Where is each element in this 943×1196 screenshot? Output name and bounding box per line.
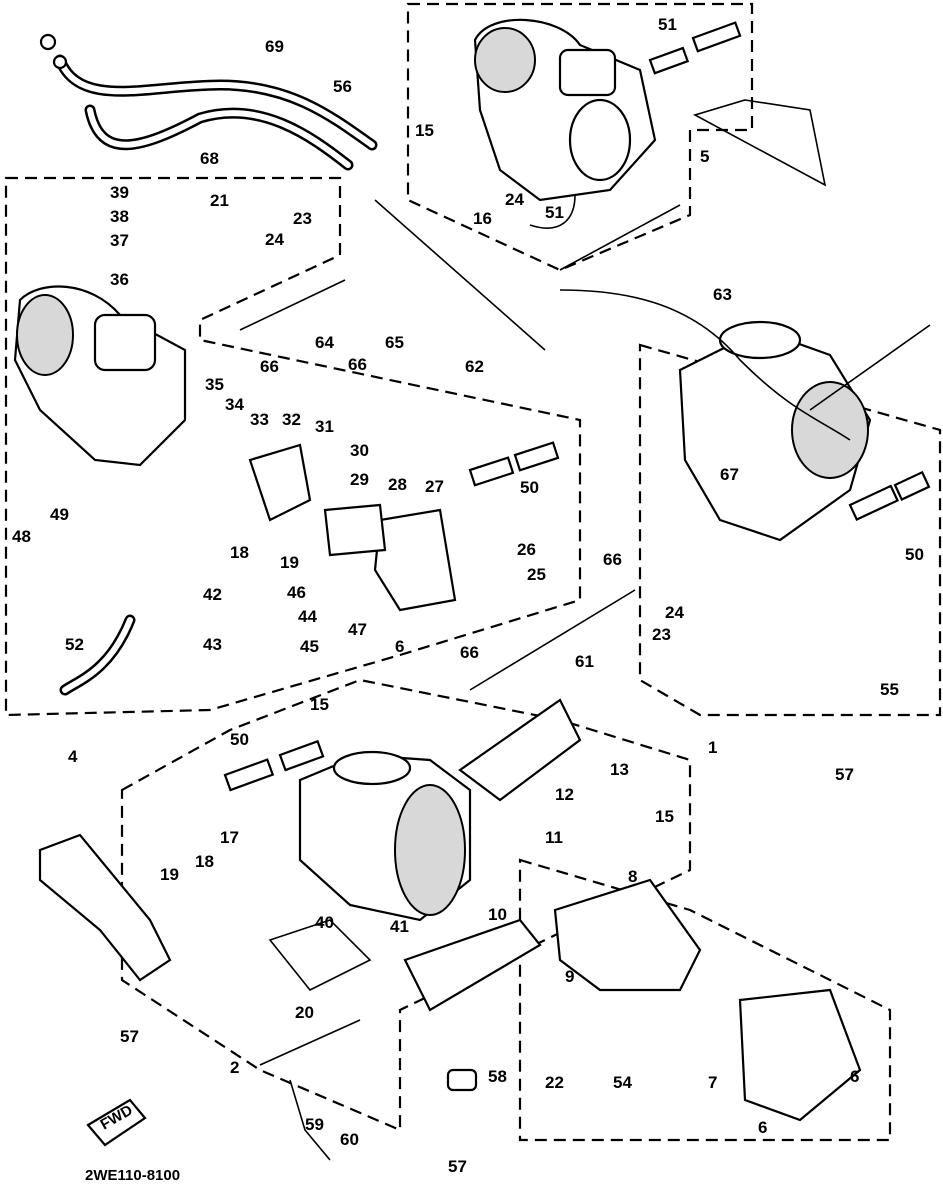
callout-66-c: 66 [348, 355, 367, 374]
callout-40: 40 [315, 913, 334, 932]
callout-52: 51 [545, 203, 564, 222]
carburetor-assembly-4 [13, 285, 457, 696]
callout-18-low: 18 [195, 852, 214, 871]
fwd-arrow: FWD [86, 1098, 147, 1147]
callout-6-mid: 6 [395, 637, 404, 656]
callout-43: 43 [203, 635, 222, 654]
callout-11: 11 [545, 828, 563, 847]
callout-3: 5 [700, 147, 709, 166]
callout-18-mid: 18 [230, 543, 249, 562]
callout-17: 17 [220, 828, 239, 847]
callout-67: 67 [720, 465, 739, 484]
carburetor-assembly-1 [678, 320, 872, 542]
callout-58: 57 [835, 765, 854, 784]
callout-48: 48 [12, 527, 31, 546]
callout-56: 56 [333, 77, 352, 96]
callout-38: 38 [110, 207, 129, 226]
callout-59: 58 [488, 1067, 507, 1086]
callout-66-d: 66 [603, 550, 622, 569]
callout-44: 44 [298, 607, 317, 626]
callout-34: 34 [225, 395, 244, 414]
callout-57-bottom: 57 [448, 1157, 467, 1176]
callout-35: 35 [205, 375, 224, 394]
callout-27: 27 [425, 477, 444, 496]
callout-19-low: 19 [160, 865, 179, 884]
callout-30: 30 [350, 441, 369, 460]
callout-28: 28 [388, 475, 407, 494]
callout-46: 46 [287, 583, 306, 602]
group-boundary-4 [4, 176, 582, 717]
callout-31: 31 [315, 417, 334, 436]
callout-50-low: 50 [230, 730, 249, 749]
callout-4: 4 [68, 747, 78, 766]
callout-23-left: 23 [293, 209, 312, 228]
callout-24-right: 24 [665, 603, 684, 622]
diagram-code: 2WE110-8100 [85, 1167, 180, 1184]
callout-37: 37 [110, 231, 129, 250]
carburetor-assembly-3 [473, 18, 657, 229]
callout-15-top: 15 [415, 121, 434, 140]
callout-1: 1 [708, 738, 717, 757]
callout-54: 54 [613, 1073, 632, 1092]
callout-50-mid: 50 [520, 478, 539, 497]
callout-65: 64 [315, 333, 334, 352]
callout-63: 63 [713, 285, 732, 304]
callout-69: 68 [200, 149, 219, 168]
callout-39: 39 [110, 183, 129, 202]
callout-53: 52 [65, 635, 84, 654]
callout-68: 69 [265, 37, 284, 56]
callout-55: 55 [880, 680, 899, 699]
callout-49: 49 [50, 505, 69, 524]
callout-66-e: 66 [460, 643, 479, 662]
fuel-hoses [39, 33, 378, 171]
callout-24-top: 24 [505, 190, 524, 209]
callout-13: 13 [610, 760, 629, 779]
callout-21: 21 [210, 191, 229, 210]
callout-24-left: 24 [265, 230, 284, 249]
callout-26: 26 [517, 540, 536, 559]
callout-60: 59 [305, 1115, 324, 1134]
callout-36: 36 [110, 270, 129, 289]
assembly-boundaries [4, 2, 942, 1142]
callout-labels: 69 68 56 51 5 15 24 16 51 39 38 37 36 21… [12, 15, 924, 1176]
callout-62: 62 [465, 357, 484, 376]
callout-42: 42 [203, 585, 222, 604]
callout-51-right: 50 [905, 545, 924, 564]
carburetor-assembly-2 [38, 698, 862, 1161]
callout-33: 33 [250, 410, 269, 429]
callout-22: 22 [545, 1073, 564, 1092]
callout-32: 32 [282, 410, 301, 429]
group-boundary-8 [518, 858, 892, 1142]
callout-5: 6 [850, 1067, 859, 1086]
callout-64: 61 [575, 652, 594, 671]
callout-66-b: 66 [260, 357, 279, 376]
group-boundary-3 [406, 2, 754, 272]
callout-23-right: 23 [652, 625, 671, 644]
callout-66-a: 65 [385, 333, 404, 352]
callout-15-low: 15 [655, 807, 674, 826]
callout-2: 2 [230, 1058, 239, 1077]
callout-10: 10 [488, 905, 507, 924]
callout-25: 25 [527, 565, 546, 584]
callout-8: 8 [628, 867, 637, 886]
callout-41: 41 [390, 917, 409, 936]
callout-9: 9 [565, 967, 574, 986]
callout-61: 60 [340, 1130, 359, 1149]
callout-12: 12 [555, 785, 574, 804]
callout-7: 7 [708, 1073, 717, 1092]
callout-47: 47 [348, 620, 367, 639]
callout-51-top: 51 [658, 15, 677, 34]
callout-45: 45 [300, 637, 319, 656]
group-boundary-2 [120, 678, 692, 1132]
callout-57-left: 57 [120, 1027, 139, 1046]
callout-29: 29 [350, 470, 369, 489]
callout-20: 20 [295, 1003, 314, 1022]
callout-14: 15 [310, 695, 329, 714]
callout-19-mid: 19 [280, 553, 299, 572]
callout-6-low: 6 [758, 1118, 767, 1137]
callout-16: 16 [473, 209, 492, 228]
linkage-rods [223, 21, 931, 1066]
